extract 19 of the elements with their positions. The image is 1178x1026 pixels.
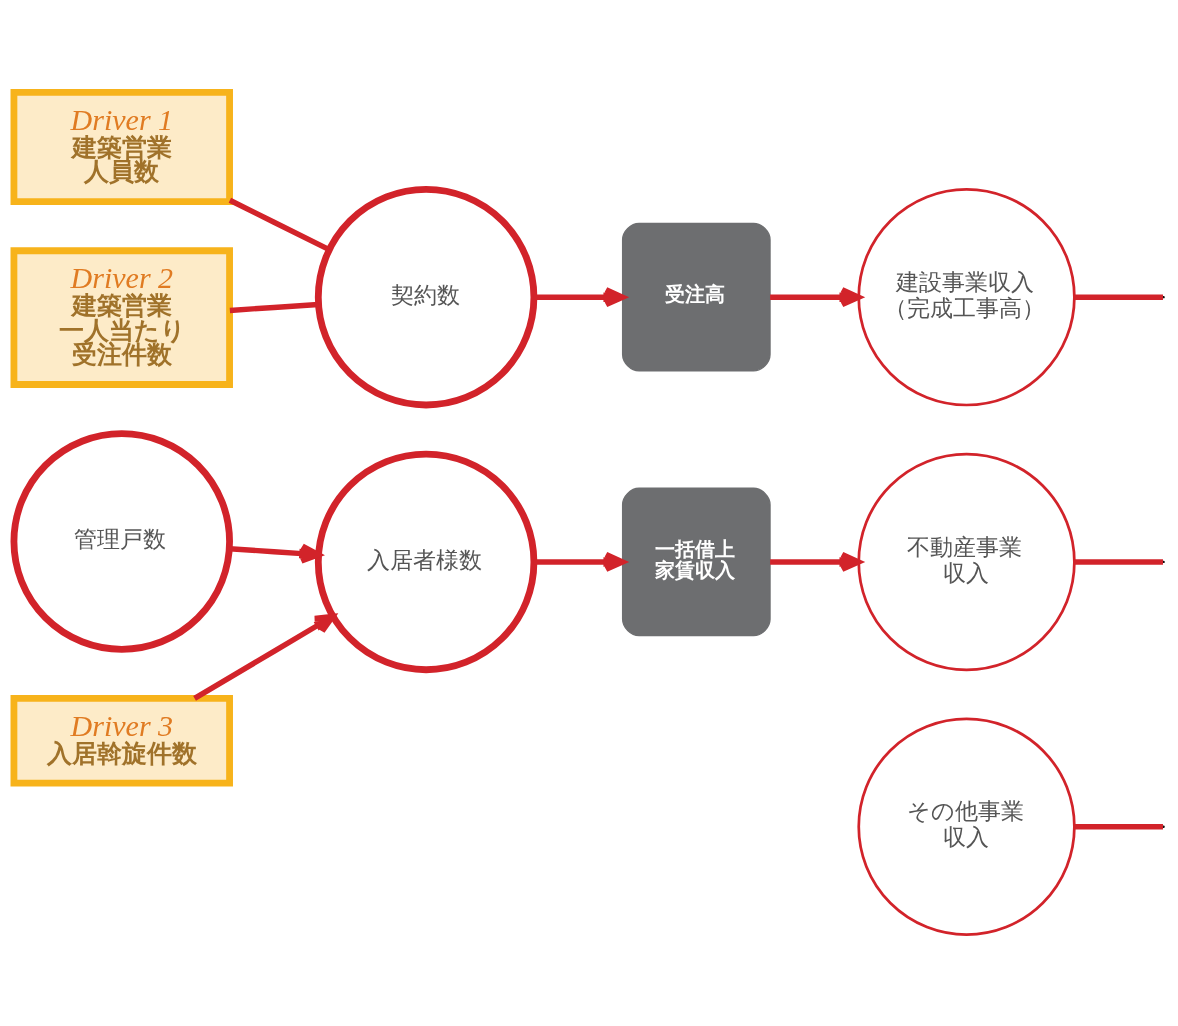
connector: [1074, 823, 1163, 829]
arrow: [193, 613, 336, 701]
arrow: [229, 543, 322, 564]
node-circle: 不動産事業 収入: [857, 452, 1076, 671]
connector: [1074, 293, 1163, 300]
connector: [1074, 558, 1163, 565]
node-box: Driver 1 建築営業 人員数: [10, 88, 233, 205]
arrow: [770, 551, 862, 572]
node-circle: 建設事業収入 （完成工事高）: [857, 187, 1076, 406]
arrow: [770, 286, 862, 307]
node-circle: その他事業 収入: [857, 717, 1076, 936]
node-circle: 管理戸数: [10, 429, 233, 653]
connector: [228, 197, 331, 252]
node-box: Driver 3 入居斡旋件数: [10, 694, 233, 786]
connector: [229, 301, 319, 313]
node-box: 受注高: [621, 222, 771, 372]
node-box: 一括借上 家賃収入: [621, 487, 771, 636]
node-circle: 契約数: [314, 185, 538, 408]
node-box: Driver 2 建築営業 一人当たり 受注件数: [10, 246, 233, 388]
